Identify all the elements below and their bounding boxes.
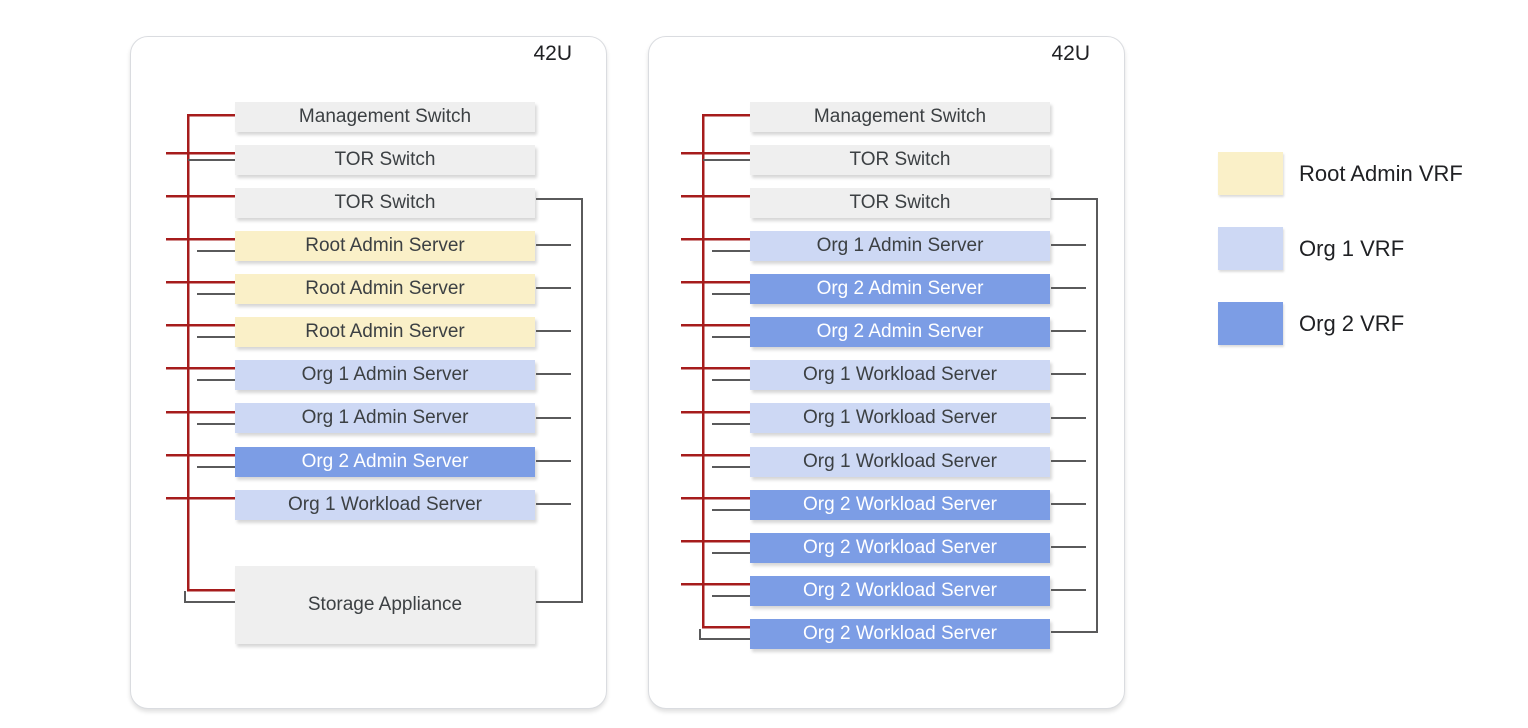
unit-org1-admin-server: Org 1 Admin Server xyxy=(750,231,1050,261)
unit-org1-workload-server: Org 1 Workload Server xyxy=(750,403,1050,433)
root-admin-vrf-swatch xyxy=(1218,152,1283,195)
rack-2: 42U Management Switch TOR Switch TOR Swi… xyxy=(648,36,1125,709)
unit-tor-switch: TOR Switch xyxy=(235,188,535,218)
org1-vrf-swatch xyxy=(1218,227,1283,270)
unit-management-switch: Management Switch xyxy=(750,102,1050,132)
unit-tor-switch: TOR Switch xyxy=(750,188,1050,218)
legend-label: Root Admin VRF xyxy=(1299,160,1463,186)
unit-root-admin-server: Root Admin Server xyxy=(235,274,535,304)
unit-org2-workload-server: Org 2 Workload Server xyxy=(750,576,1050,606)
unit-org2-admin-server: Org 2 Admin Server xyxy=(750,317,1050,347)
rack-1: 42U Management Switch TOR Switch TOR Swi… xyxy=(130,36,607,709)
rack-2-capacity-label: 42U xyxy=(1051,42,1090,65)
legend-label: Org 2 VRF xyxy=(1299,310,1405,336)
unit-org2-admin-server: Org 2 Admin Server xyxy=(235,447,535,477)
unit-org1-admin-server: Org 1 Admin Server xyxy=(235,360,535,390)
unit-tor-switch: TOR Switch xyxy=(750,145,1050,175)
unit-root-admin-server: Root Admin Server xyxy=(235,231,535,261)
legend-item-root-admin-vrf: Root Admin VRF xyxy=(1218,152,1463,195)
unit-org1-workload-server: Org 1 Workload Server xyxy=(750,447,1050,477)
unit-org2-admin-server: Org 2 Admin Server xyxy=(750,274,1050,304)
legend-label: Org 1 VRF xyxy=(1299,235,1405,261)
legend-item-org1-vrf: Org 1 VRF xyxy=(1218,227,1404,270)
unit-root-admin-server: Root Admin Server xyxy=(235,317,535,347)
unit-org1-workload-server: Org 1 Workload Server xyxy=(235,490,535,520)
rack-1-capacity-label: 42U xyxy=(533,42,572,65)
unit-org2-workload-server: Org 2 Workload Server xyxy=(750,490,1050,520)
unit-org2-workload-server: Org 2 Workload Server xyxy=(750,533,1050,563)
unit-management-switch: Management Switch xyxy=(235,102,535,132)
legend-item-org2-vrf: Org 2 VRF xyxy=(1218,302,1404,345)
unit-org1-workload-server: Org 1 Workload Server xyxy=(750,360,1050,390)
unit-org2-workload-server: Org 2 Workload Server xyxy=(750,619,1050,649)
org2-vrf-swatch xyxy=(1218,302,1283,345)
unit-tor-switch: TOR Switch xyxy=(235,145,535,175)
unit-org1-admin-server: Org 1 Admin Server xyxy=(235,403,535,433)
unit-storage-appliance: Storage Appliance xyxy=(235,566,535,644)
